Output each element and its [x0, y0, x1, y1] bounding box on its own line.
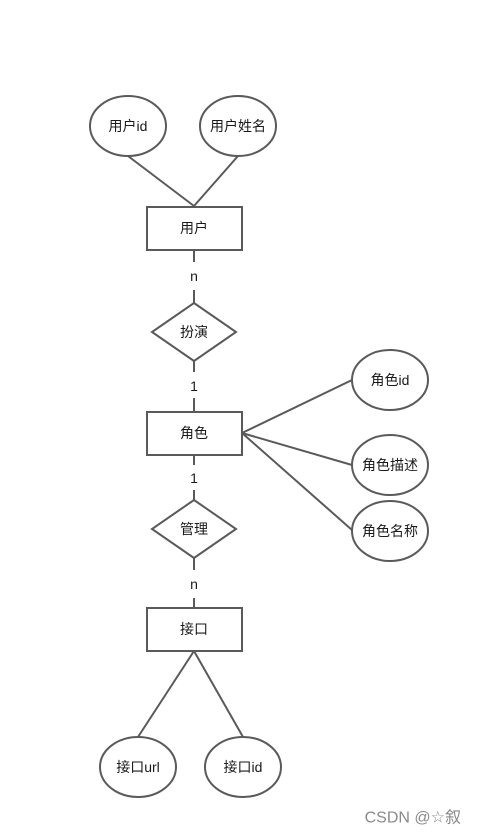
attribute-user-id-label: 用户id — [109, 118, 148, 134]
edge-userid-user — [127, 155, 195, 207]
cardinality-plays-role: 1 — [190, 378, 198, 394]
entity-api: 接口 — [146, 607, 243, 652]
attribute-role-id-label: 角色id — [371, 372, 410, 388]
watermark: CSDN @☆叙 — [365, 809, 461, 827]
relationship-plays-label: 扮演 — [180, 324, 208, 340]
entity-role: 角色 — [146, 411, 243, 456]
edge-role-rolename — [241, 432, 353, 531]
attribute-role-desc-label: 角色描述 — [362, 457, 418, 473]
attribute-user-name-label: 用户姓名 — [210, 118, 266, 134]
relationship-plays: 扮演 — [150, 301, 238, 363]
attribute-user-id: 用户id — [89, 95, 167, 157]
edge-role-roledesc — [241, 432, 353, 466]
attribute-role-name-label: 角色名称 — [362, 523, 418, 539]
attribute-api-url: 接口url — [99, 736, 177, 798]
cardinality-user-plays: n — [190, 268, 198, 284]
edge-username-user — [193, 155, 239, 207]
edge-api-apiurl — [137, 650, 195, 738]
entity-role-label: 角色 — [180, 425, 208, 441]
edges — [127, 155, 353, 738]
attribute-role-name: 角色名称 — [351, 500, 429, 562]
entity-api-label: 接口 — [180, 621, 208, 637]
entity-user: 用户 — [146, 206, 243, 251]
edge-api-apiid — [193, 650, 244, 738]
cardinality-role-manages: 1 — [190, 470, 198, 486]
cardinality-manages-api: n — [190, 576, 198, 592]
entity-user-label: 用户 — [180, 220, 208, 236]
relationship-manages-label: 管理 — [180, 521, 208, 537]
edge-role-roleid — [241, 379, 353, 434]
attribute-user-name: 用户姓名 — [199, 95, 277, 157]
attribute-api-url-label: 接口url — [116, 759, 160, 775]
attribute-api-id-label: 接口id — [224, 759, 263, 775]
relationship-manages: 管理 — [150, 498, 238, 560]
attribute-role-id: 角色id — [351, 349, 429, 411]
attribute-role-desc: 角色描述 — [351, 434, 429, 496]
attribute-api-id: 接口id — [204, 736, 282, 798]
